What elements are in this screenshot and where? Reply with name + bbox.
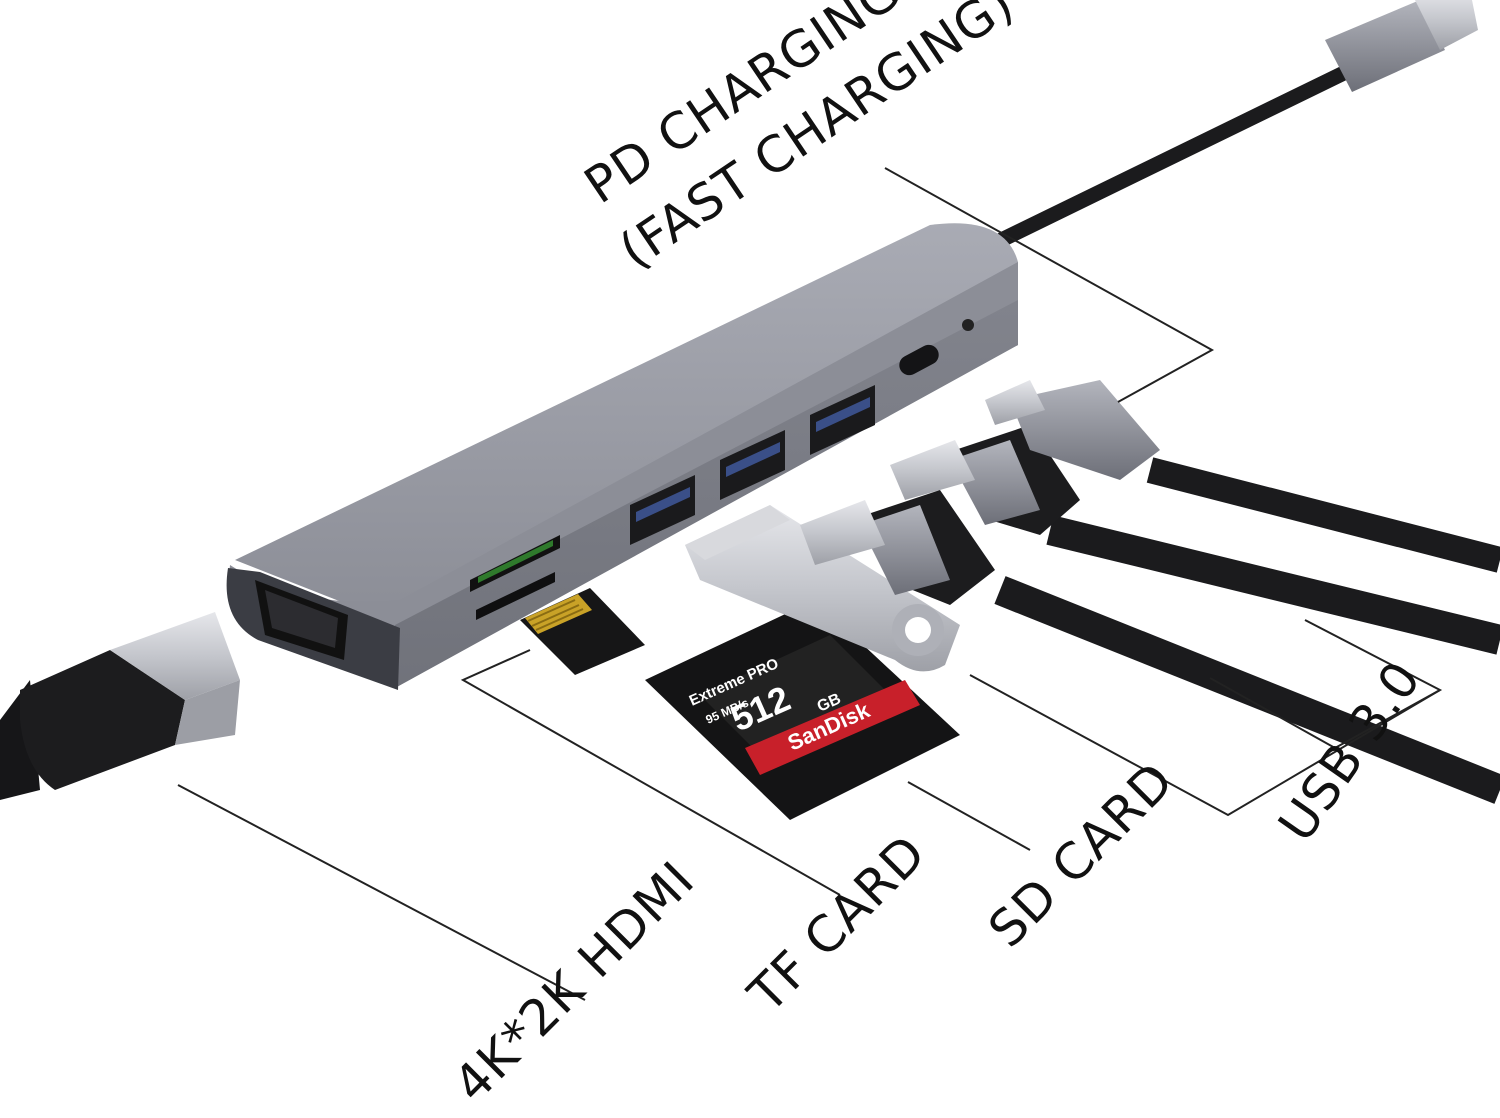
pd-callout-line (884, 167, 1215, 403)
usb-port-1-icon (630, 475, 695, 545)
sd-card-icon: SanDisk 512 GB Extreme PRO 95 MB/s (645, 600, 960, 820)
label-hdmi: 4K*2K HDMI (442, 850, 705, 1113)
hdmi-port-icon (255, 580, 348, 660)
label-sd-card: SD CARD (977, 751, 1185, 959)
usb-callout-lower (969, 674, 1441, 817)
sd-callout-line (907, 781, 1031, 851)
usb-callout-bracket (1209, 619, 1443, 750)
usb-c-pd-port-icon (899, 344, 939, 376)
usb-flash-drive-icon (685, 505, 960, 672)
usb-plug-3-icon (890, 425, 1500, 655)
usb-port-2-icon (720, 430, 785, 500)
tf-card-icon (520, 588, 645, 675)
hdmi-callout-line (177, 784, 586, 1001)
callout-lines (177, 167, 1443, 1001)
usb-c-plug-small-icon (985, 380, 1500, 573)
sd-slot-icon (470, 535, 560, 592)
usb-c-plug-icon (1325, 0, 1478, 92)
tf-slot-icon (476, 572, 555, 620)
usb-port-3-icon (810, 385, 875, 455)
led-indicator-icon (962, 319, 974, 331)
hub-ports (255, 319, 974, 660)
usb-plug-2-icon (800, 490, 1500, 804)
tf-callout-line (460, 649, 841, 896)
usb-c-input-cable (977, 0, 1478, 256)
hdmi-plug-icon (0, 612, 240, 800)
